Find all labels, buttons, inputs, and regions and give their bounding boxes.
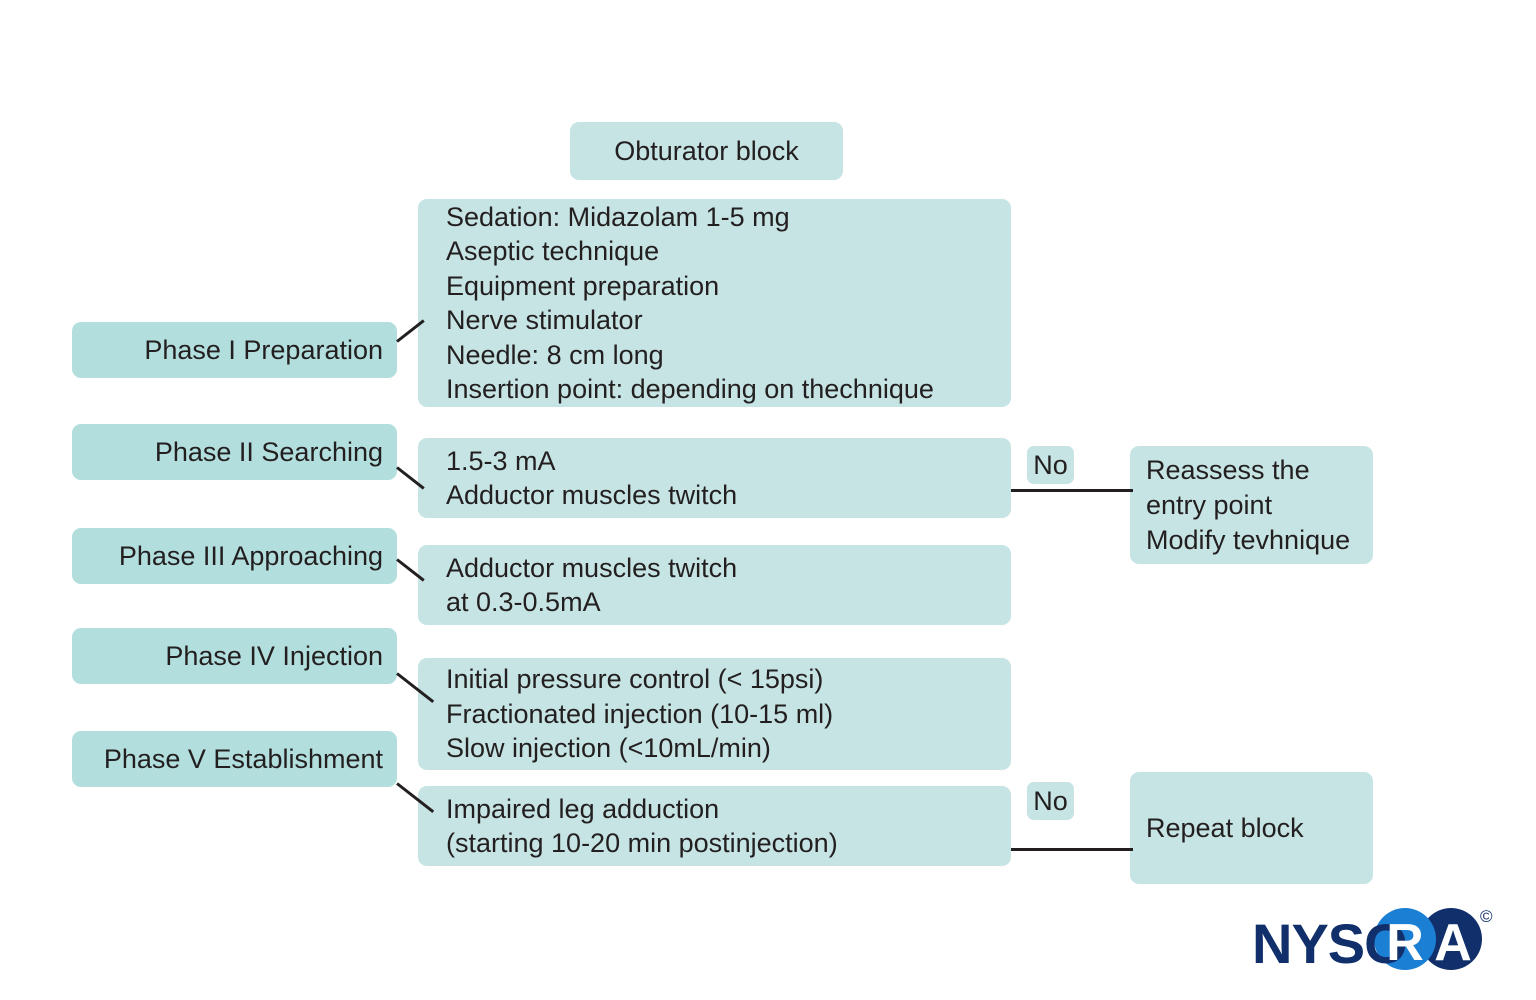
logo-letter-r: R	[1386, 914, 1424, 972]
branch-condition-2: No	[1027, 782, 1074, 820]
branch-line-2	[1011, 848, 1133, 851]
content-box-phase-4: Initial pressure control (< 15psi) Fract…	[418, 658, 1011, 770]
phase-label-5: Phase V Establishment	[72, 731, 397, 787]
content-box-phase-5: Impaired leg adduction (starting 10-20 m…	[418, 786, 1011, 866]
phase-label-3: Phase III Approaching	[72, 528, 397, 584]
phase-label-2: Phase II Searching	[72, 424, 397, 480]
branch-condition-1: No	[1027, 446, 1074, 484]
content-box-phase-2: 1.5-3 mA Adductor muscles twitch	[418, 438, 1011, 518]
logo-wordmark: NYSO	[1252, 912, 1408, 975]
phase-label-1: Phase I Preparation	[72, 322, 397, 378]
content-box-phase-3: Adductor muscles twitch at 0.3-0.5mA	[418, 545, 1011, 625]
logo-copyright-icon: ©	[1480, 907, 1493, 926]
nysora-logo: NYSO R A ©	[1252, 905, 1502, 975]
branch-target-repeat-block: Repeat block	[1130, 772, 1373, 884]
logo-letter-a: A	[1434, 914, 1472, 972]
phase-label-4: Phase IV Injection	[72, 628, 397, 684]
branch-target-reassess: Reassess the entry point Modify tevhniqu…	[1130, 446, 1373, 564]
logo-circle-r	[1374, 908, 1436, 970]
branch-line-1	[1011, 489, 1133, 492]
content-box-phase-1: Sedation: Midazolam 1-5 mg Aseptic techn…	[418, 199, 1011, 407]
title-box-obturator-block: Obturator block	[570, 122, 843, 180]
